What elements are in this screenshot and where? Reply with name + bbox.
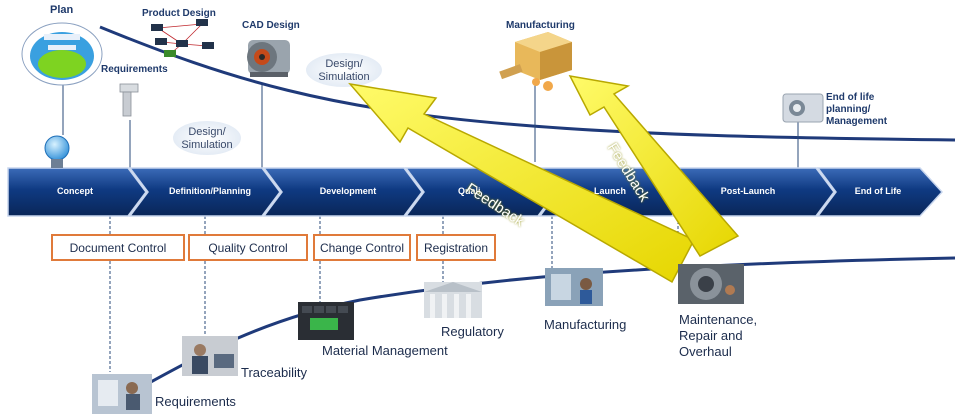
stage-qualification: Quali <box>458 186 481 196</box>
product-design-devices-icon <box>151 19 214 57</box>
end-of-life-machine-icon <box>782 93 824 123</box>
requirements-top-label: Requirements <box>101 64 168 75</box>
quality-control-box: Quality Control <box>188 234 308 261</box>
mro-engine-photo <box>678 264 744 304</box>
traceability-photo <box>182 336 238 376</box>
product-design-label: Product Design <box>142 8 216 19</box>
traceability-label: Traceability <box>241 365 307 380</box>
cad-design-label: CAD Design <box>242 20 300 31</box>
stage-definition: Definition/Planning <box>169 186 251 196</box>
manufacturing-bottom-label: Manufacturing <box>544 317 627 332</box>
stage-launch: Launch <box>593 186 626 196</box>
feedback-arrow-2 <box>568 75 740 257</box>
regulatory-label: Regulatory <box>441 324 504 339</box>
stage-development: Development <box>319 186 377 196</box>
registration-box: Registration <box>416 234 496 261</box>
feedback-arrow-1 <box>348 82 696 284</box>
document-control-box: Document Control <box>51 234 185 261</box>
plan-diagram-icon <box>21 22 103 86</box>
lightbulb-icon <box>44 135 70 168</box>
end-of-life-label: End of life planning/ Management <box>826 92 888 127</box>
requirements-bottom-label: Requirements <box>155 394 236 409</box>
requirements-photo <box>92 374 152 414</box>
cad-motor-icon <box>247 40 290 77</box>
mro-label: Maintenance, Repair and Overhaul <box>679 312 758 359</box>
design-sim-cloud-2 <box>306 53 382 87</box>
manufacturing-top-label: Manufacturing <box>506 20 575 31</box>
stage-post-launch: Post-Launch <box>720 186 776 196</box>
manufacturing-photo <box>545 268 603 306</box>
design-sim-label-1: Design/ Simulation <box>181 126 233 151</box>
design-sim-label-2: Design/ Simulation <box>318 58 370 83</box>
material-management-label: Material Management <box>322 343 448 358</box>
plan-label: Plan <box>50 4 74 16</box>
stage-end-of-life: End of Life <box>854 186 902 196</box>
top-connectors <box>62 85 799 168</box>
stage-concept: Concept <box>57 186 93 196</box>
regulatory-building-photo <box>424 282 482 318</box>
material-keyboard-photo <box>298 302 354 340</box>
requirements-stand-icon <box>119 83 139 117</box>
design-sim-cloud-1 <box>173 121 241 155</box>
factory-machine-icon <box>499 32 572 91</box>
change-control-box: Change Control <box>313 234 411 261</box>
